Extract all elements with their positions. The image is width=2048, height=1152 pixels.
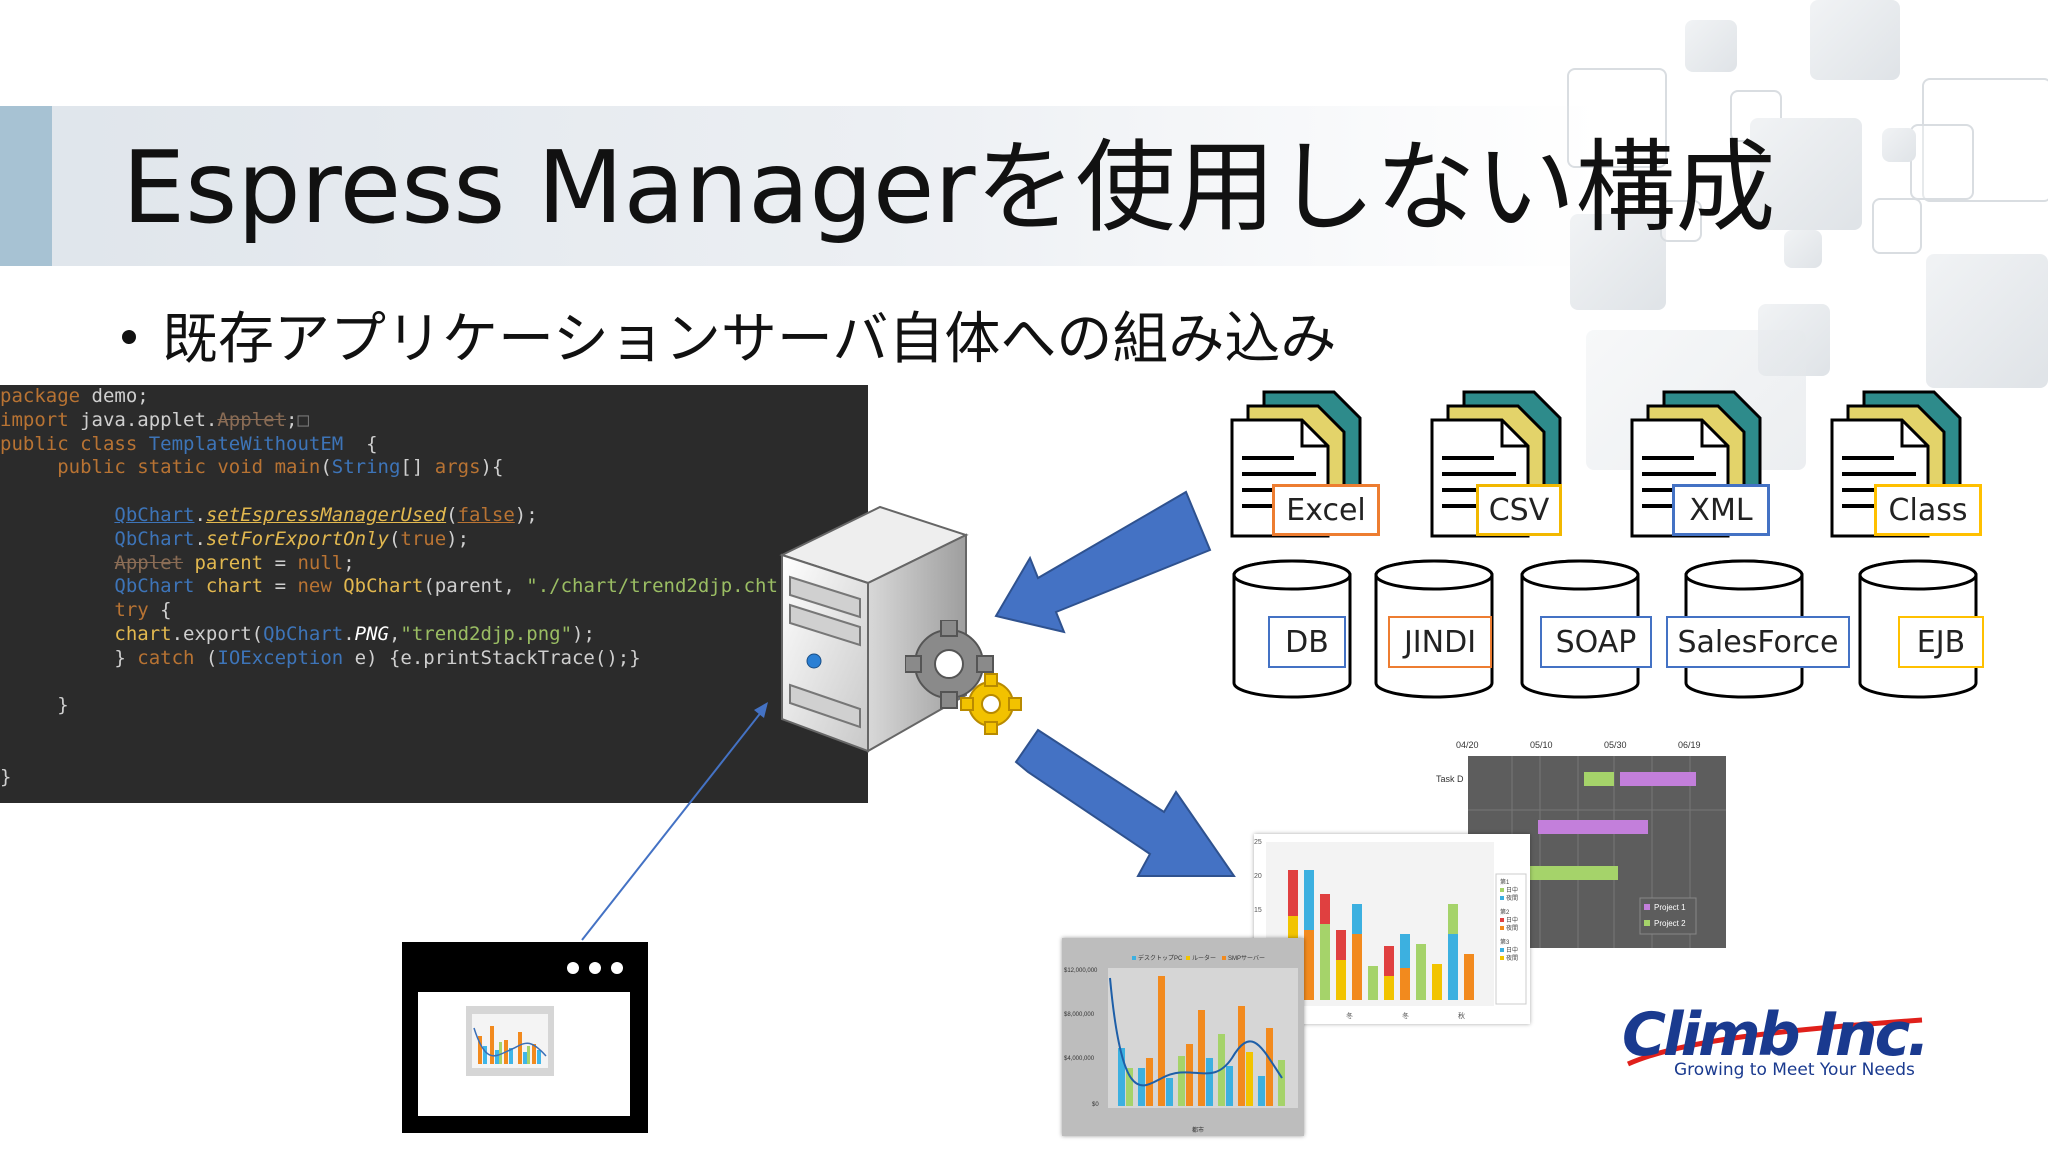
bar-legend-label: 夜間 [1506, 924, 1518, 932]
combo-legend-label: SMPサーバー [1228, 955, 1265, 962]
logo-name: Climb Inc. [1622, 1000, 1930, 1070]
bullet-text: 既存アプリケーションサーバ自体への組み込み [162, 307, 1337, 372]
chart-thumbnail [466, 1006, 554, 1076]
db-label-jindi: JINDI [1388, 616, 1492, 668]
db-label-salesforce: SalesForce [1666, 616, 1850, 668]
gantt-date-label: 05/10 [1530, 740, 1553, 750]
combo-legend-label: ルーター [1192, 954, 1216, 962]
gantt-date-label: 04/20 [1456, 740, 1479, 750]
combo-ytick: $12,000,000 [1064, 968, 1098, 974]
code-line: try { [114, 599, 172, 622]
code-line: } catch (IOException e) {e.printStackTra… [0, 646, 641, 669]
bar-legend-label: 日中 [1506, 886, 1518, 894]
file-label-xml: XML [1672, 484, 1770, 536]
arrow-in-icon [994, 490, 1212, 634]
code-line: public class TemplateWithoutEM { [0, 432, 378, 455]
gantt-date-label: 05/30 [1604, 740, 1627, 750]
code-editor-panel: package demo; import java.applet.Applet;… [0, 385, 868, 803]
title-accent-bar [0, 106, 52, 266]
code-line: } [0, 694, 69, 717]
combo-chart: デスクトップPC ルーター SMPサーバー $12,000,000 $8,000… [1062, 938, 1304, 1136]
gantt-legend-label: Project 1 [1654, 903, 1686, 912]
code-line: public static void main(String[] args){ [57, 456, 504, 479]
bullet-item: 既存アプリケーションサーバ自体への組み込み [122, 300, 1336, 380]
bar-legend-label: 第2 [1500, 908, 1510, 916]
slide-title: Espress Managerを使用しない構成 [122, 129, 1776, 246]
arrow-out-icon [1014, 728, 1236, 877]
code-line: import java.applet.Applet;□ [0, 408, 309, 431]
code-line: QbChart chart = new QbChart(parent, "./c… [114, 575, 812, 598]
title-band [0, 106, 1600, 266]
file-label-csv: CSV [1476, 484, 1562, 536]
code-line [0, 480, 868, 504]
db-label-db: DB [1268, 616, 1346, 668]
file-label-class: Class [1874, 484, 1982, 536]
code-line: Applet parent = null; [114, 551, 355, 574]
bar-chart-ytick: 15 [1254, 907, 1262, 914]
company-logo: Climb Inc. Growing to Meet Your Needs [1622, 1000, 1952, 1090]
combo-ytick: $8,000,000 [1064, 1012, 1095, 1018]
combo-legend-label: デスクトップPC [1138, 954, 1183, 962]
bar-chart-xlabel: 冬 [1346, 1011, 1353, 1020]
gantt-legend-label: Project 2 [1654, 919, 1686, 928]
connector-arrow [581, 702, 768, 941]
combo-ytick: $0 [1092, 1102, 1099, 1108]
bar-legend-label: 夜間 [1506, 894, 1518, 902]
logo-swoosh-icon [1626, 1017, 1923, 1067]
code-line: chart.export(QbChart.PNG,"trend2djp.png"… [114, 622, 595, 645]
bar-legend-label: 第3 [1500, 938, 1510, 946]
combo-xlabel: 都市 [1192, 1126, 1204, 1134]
window-menu-dots-icon [567, 962, 623, 974]
combo-ytick: $4,000,000 [1064, 1056, 1095, 1062]
code-line: QbChart.setForExportOnly(true); [114, 527, 470, 550]
gantt-row-label: Task D [1436, 774, 1464, 784]
bullet-dot [122, 329, 136, 344]
db-label-ejb: EJB [1898, 616, 1984, 668]
file-label-excel: Excel [1272, 484, 1380, 536]
db-label-soap: SOAP [1540, 616, 1652, 668]
logo-tagline: Growing to Meet Your Needs [1674, 1060, 1915, 1080]
code-line: QbChart.setEspressManagerUsed(false); [114, 503, 538, 526]
code-line: package demo; [0, 385, 149, 407]
bar-chart-xlabel: 冬 [1402, 1011, 1409, 1020]
bar-chart-ytick: 25 [1254, 839, 1262, 846]
bar-legend-label: 夜間 [1506, 954, 1518, 962]
browser-content [418, 992, 630, 1116]
bar-legend-label: 第1 [1500, 878, 1510, 886]
bar-legend-label: 日中 [1506, 946, 1518, 954]
gear-icon [905, 620, 1022, 735]
bar-chart-xlabel: 秋 [1458, 1011, 1465, 1020]
bar-legend-label: 日中 [1506, 916, 1518, 924]
browser-window [402, 942, 648, 1133]
bar-chart-ytick: 20 [1254, 873, 1262, 880]
code-line: } [0, 765, 12, 788]
gantt-date-label: 06/19 [1678, 740, 1701, 750]
